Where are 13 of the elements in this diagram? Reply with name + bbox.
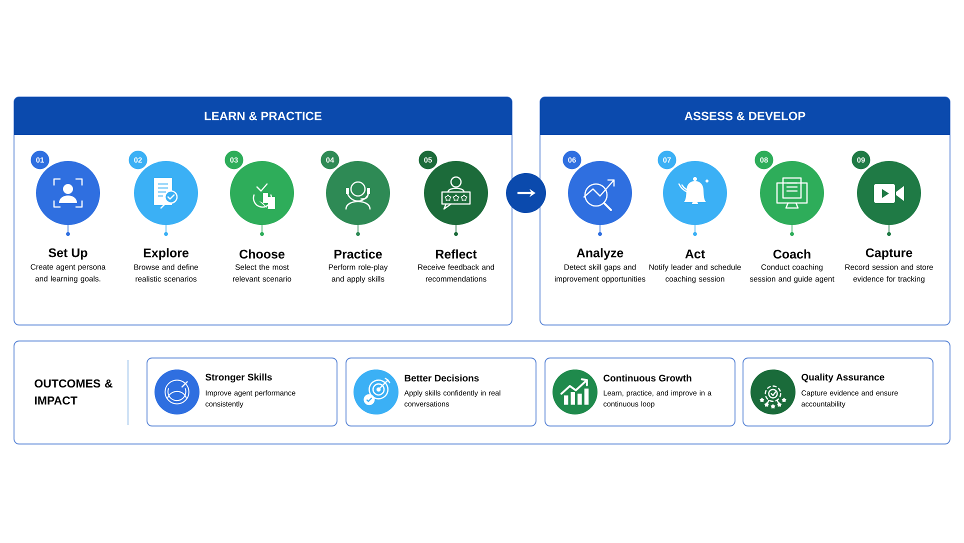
step-title: Set Up [48, 248, 88, 260]
step-title: Explore [144, 248, 188, 260]
panel-header: LEARN & PRACTICE [14, 97, 512, 135]
step-title: Reflect [436, 249, 477, 259]
step-title: Analyze [576, 248, 624, 260]
arrow [506, 173, 546, 213]
panel-header: ASSESS & DEVELOP [540, 97, 950, 135]
step-title: Choose [240, 249, 284, 259]
section-heading: OUTCOMES & IMPACT [34, 379, 112, 405]
step-title: Act [685, 250, 705, 258]
step-title: Practice [334, 249, 382, 259]
step-title: Coach [773, 249, 810, 259]
step-title: Capture [866, 248, 912, 260]
